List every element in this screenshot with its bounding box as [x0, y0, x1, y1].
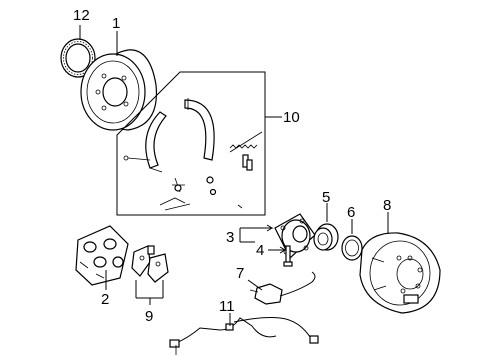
callout-12: 12	[73, 7, 90, 24]
part-5-bearing	[313, 223, 339, 251]
callout-3: 3	[226, 229, 234, 246]
callout-8: 8	[383, 197, 391, 214]
part-8-backing-plate	[359, 232, 441, 314]
kit-outline	[116, 71, 266, 216]
callout-11: 11	[219, 298, 235, 315]
callout-6: 6	[347, 204, 355, 221]
callout-labels: 12 1 10 3 4 5 6 8 7 2 9 11	[73, 7, 391, 325]
part-3-hub	[274, 213, 316, 259]
part-2-caliper	[75, 225, 129, 286]
callout-10: 10	[283, 109, 300, 126]
callout-2: 2	[101, 291, 109, 308]
part-11-harness	[169, 317, 319, 355]
part-9-pads	[131, 245, 169, 283]
callout-9: 9	[145, 308, 153, 325]
part-10-shoe-kit	[116, 71, 266, 216]
leader-lines	[79, 25, 389, 326]
part-4-bolt	[283, 245, 293, 267]
callout-7: 7	[236, 265, 244, 282]
part-12-tone-ring	[60, 38, 96, 78]
callout-5: 5	[322, 189, 330, 206]
callout-4: 4	[256, 242, 264, 259]
part-6-seal	[341, 235, 363, 261]
callout-1: 1	[112, 15, 120, 32]
part-7-sensor	[249, 271, 316, 305]
